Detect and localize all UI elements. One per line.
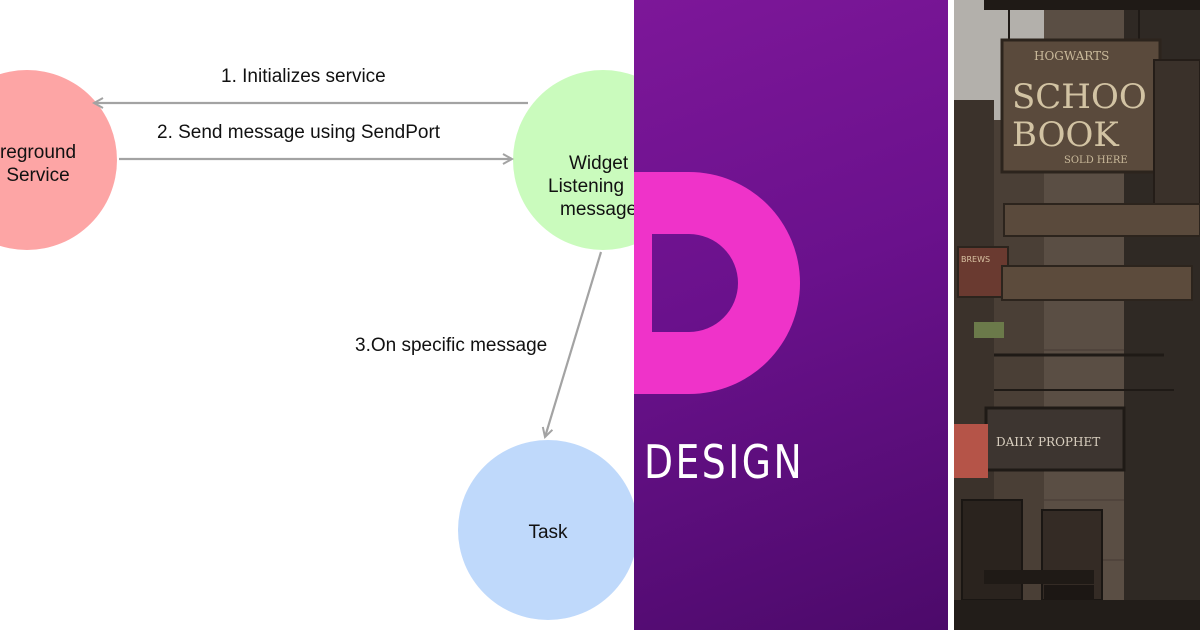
- edge-label-initializes: 1. Initializes service: [221, 66, 386, 87]
- flow-diagram: 1. Initializes service 2. Send message u…: [0, 66, 634, 620]
- svg-text:HOGWARTS: HOGWARTS: [1034, 49, 1109, 63]
- edge-on-specific-message: [545, 251, 603, 437]
- svg-text:SOLD HERE: SOLD HERE: [1064, 155, 1128, 166]
- d-letter-icon: [642, 172, 800, 394]
- task-node: [458, 440, 634, 620]
- foreground-service-node: [0, 70, 117, 250]
- svg-text:BOOK: BOOK: [1012, 115, 1119, 155]
- design-tile: DESIGN: [634, 0, 948, 630]
- edge-label-on-specific: 3.On specific message: [355, 335, 548, 356]
- foreground-service-label: reground Service: [0, 142, 77, 186]
- diagram-canvas: [0, 70, 634, 620]
- design-word: DESIGN: [644, 435, 805, 489]
- panel-divider: [948, 0, 954, 630]
- svg-text:BREWS: BREWS: [961, 255, 990, 264]
- edge-label-send-message: 2. Send message using SendPort: [157, 122, 441, 143]
- svg-text:SCHOO: SCHOO: [1012, 77, 1147, 117]
- widget-label: Widget Listening message: [548, 153, 634, 220]
- task-label: Task: [528, 522, 568, 543]
- svg-text:DAILY PROPHET: DAILY PROPHET: [996, 435, 1100, 449]
- widget-node: [513, 70, 634, 250]
- street-photo: HOGWARTS SCHOO BOOK SOLD HERE BREWS DAIL…: [954, 0, 1200, 630]
- street-photo-illustration: HOGWARTS SCHOO BOOK SOLD HERE BREWS DAIL…: [954, 0, 1200, 630]
